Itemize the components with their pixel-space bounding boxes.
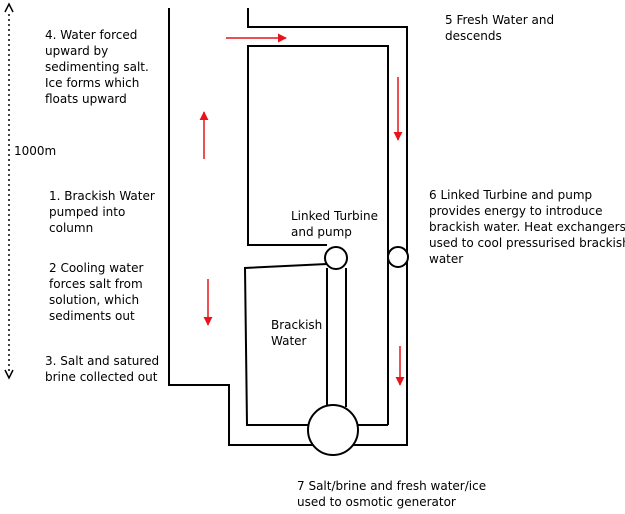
inner-column-wall <box>247 45 389 425</box>
depth-scale-top-arrowhead <box>4 2 14 13</box>
pump-circle <box>387 246 409 268</box>
step-3-label: 3. Salt and satured brine collected out <box>45 354 160 384</box>
step-4-label: 4. Water forced upward by sedimenting sa… <box>45 28 149 106</box>
brackish-chamber-wall <box>243 263 328 426</box>
depth-scale-bottom-arrowhead <box>4 369 14 380</box>
step-6-label: 6 Linked Turbine and pump provides energ… <box>429 188 625 266</box>
step-1-label: 1. Brackish Water pumped into column <box>49 189 155 235</box>
turbine-circle <box>324 246 348 270</box>
step-5-label: 5 Fresh Water and descends <box>445 13 555 43</box>
step-2-label: 2 Cooling water forces salt from solutio… <box>49 261 144 323</box>
brackish-water-label: Brackish Water <box>271 318 323 348</box>
depth-label: 1000m <box>14 144 57 158</box>
turbine-label: Linked Turbine and pump <box>291 209 378 239</box>
step-7-label: 7 Salt/brine and fresh water/ice used to… <box>297 479 487 509</box>
osmotic-generator-circle <box>307 404 359 456</box>
